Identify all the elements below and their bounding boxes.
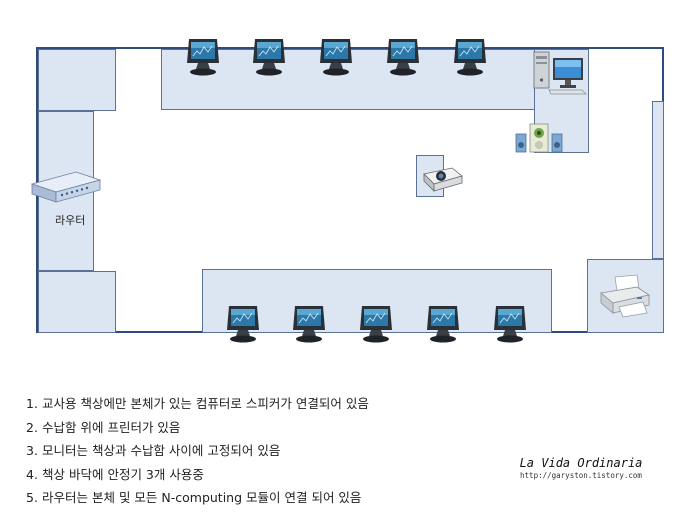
note-item: 3. 모니터는 책상과 수납함 사이에 고정되어 있음 [26,439,369,463]
crt-monitor-icon [186,37,220,77]
blog-title: La Vida Ordinaria [519,456,643,470]
note-number: 2. [26,419,38,435]
crt-monitor-icon [359,304,393,344]
crt-monitor-icon [453,37,487,77]
crt-monitor-icon [226,304,260,344]
printer-icon [600,274,651,318]
blog-watermark: La Vida Ordinaria http://garyston.tistor… [516,456,646,480]
crt-monitor-icon [319,37,353,77]
storage-cabinet-left-bottom [38,271,116,333]
network-router-icon [30,171,102,203]
router-label: 라우터 [55,214,86,227]
note-item: 2.수납함 위에 프린터가 있음 [26,416,369,440]
crt-monitor-icon [386,37,420,77]
note-text: 책상 바닥에 안정기 3개 사용중 [42,466,204,482]
crt-monitor-icon [292,304,326,344]
note-number: 5. [26,490,38,505]
storage-cabinet-left-top [38,49,116,111]
crt-monitor-icon [426,304,460,344]
note-item: 1. 교사용 책상에만 본체가 있는 컴퓨터로 스피커가 연결되어 있음 [26,392,369,416]
note-item: 5. 라우터는 본체 및 모든 N-computing 모듈이 연결 되어 있음 [26,486,369,510]
projector-icon [423,167,463,192]
note-text: 수납함 위에 프린터가 있음 [42,419,181,435]
crt-monitor-icon [252,37,286,77]
note-text: 라우터는 본체 및 모든 N-computing 모듈이 연결 되어 있음 [42,490,362,505]
note-item: 4.책상 바닥에 안정기 3개 사용중 [26,463,369,487]
crt-monitor-icon [493,304,527,344]
note-number: 1. [26,396,38,411]
note-number: 3. [26,443,38,458]
desktop-computer-icon [533,51,587,95]
speaker-icon [515,123,563,153]
note-text: 모니터는 책상과 수납함 사이에 고정되어 있음 [42,443,281,458]
note-number: 4. [26,466,38,482]
right-wall-cabinet [652,101,664,259]
blog-url: http://garyston.tistory.com [520,471,642,480]
note-text: 교사용 책상에만 본체가 있는 컴퓨터로 스피커가 연결되어 있음 [42,396,369,411]
notes-list: 1. 교사용 책상에만 본체가 있는 컴퓨터로 스피커가 연결되어 있음 2.수납… [26,392,369,510]
